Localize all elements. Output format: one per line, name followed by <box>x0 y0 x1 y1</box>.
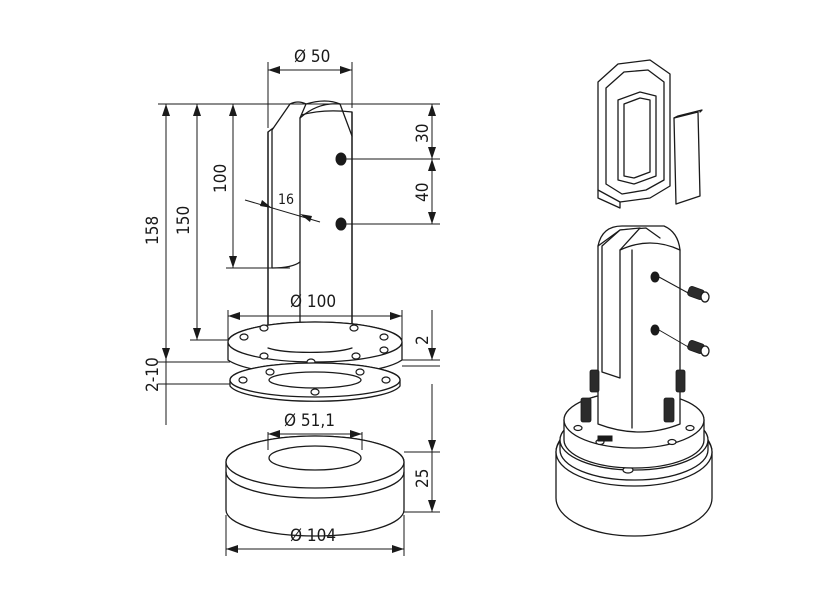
dim-height-100-label: 100 <box>211 164 231 193</box>
dim-height-158-label: 158 <box>143 216 163 245</box>
rubber-pad <box>673 109 703 205</box>
dim-plate-2-label: 2 <box>413 335 433 345</box>
base-cylinder <box>225 435 405 537</box>
dim-mid-diameter-label: Ø 100 <box>290 292 336 312</box>
dim-slot-16-label: 16 <box>278 192 294 208</box>
dim-base-25: 25 <box>404 384 440 513</box>
dim-height-150-label: 150 <box>174 206 194 235</box>
dim-holes-30-40: 30 40 <box>346 104 440 225</box>
set-screw-upper <box>687 286 710 303</box>
dim-height-100: 100 <box>211 103 290 269</box>
dim-plate-2-10-label: 2-10 <box>143 357 163 392</box>
bolt <box>663 397 675 423</box>
lower-plate <box>229 362 401 402</box>
clamp-insert <box>597 59 671 209</box>
dim-hole-30-label: 30 <box>413 124 433 143</box>
dim-plate-2-10: 2-10 <box>143 357 230 392</box>
post-body <box>267 100 353 349</box>
dim-base-25-label: 25 <box>413 469 433 488</box>
dim-top-diameter-label: Ø 50 <box>294 47 330 67</box>
upper-flange <box>227 321 403 376</box>
bolt <box>580 397 592 423</box>
lower-hole <box>335 217 347 231</box>
dim-inner-diameter-label: Ø 51,1 <box>284 411 335 431</box>
iso-set-screws <box>687 286 710 357</box>
upper-hole <box>335 152 347 166</box>
dim-inner-diameter: Ø 51,1 <box>267 411 363 450</box>
bolt <box>589 369 600 393</box>
dim-plate-2: 2 <box>402 310 440 367</box>
set-screw-lower <box>687 340 710 357</box>
left-elevation-view: Ø 50 158 150 100 <box>143 47 440 556</box>
iso-post <box>597 225 691 433</box>
dim-base-diameter: Ø 104 <box>225 515 405 556</box>
dim-mid-diameter: Ø 100 <box>227 292 403 340</box>
bolt <box>675 369 686 393</box>
dim-top-diameter: Ø 50 <box>267 47 353 128</box>
right-isometric-view <box>555 59 713 537</box>
dim-hole-40-label: 40 <box>413 183 433 202</box>
dim-slot-16: 16 <box>244 192 321 223</box>
iso-bolts <box>580 369 686 423</box>
dim-base-diameter-label: Ø 104 <box>290 526 336 546</box>
